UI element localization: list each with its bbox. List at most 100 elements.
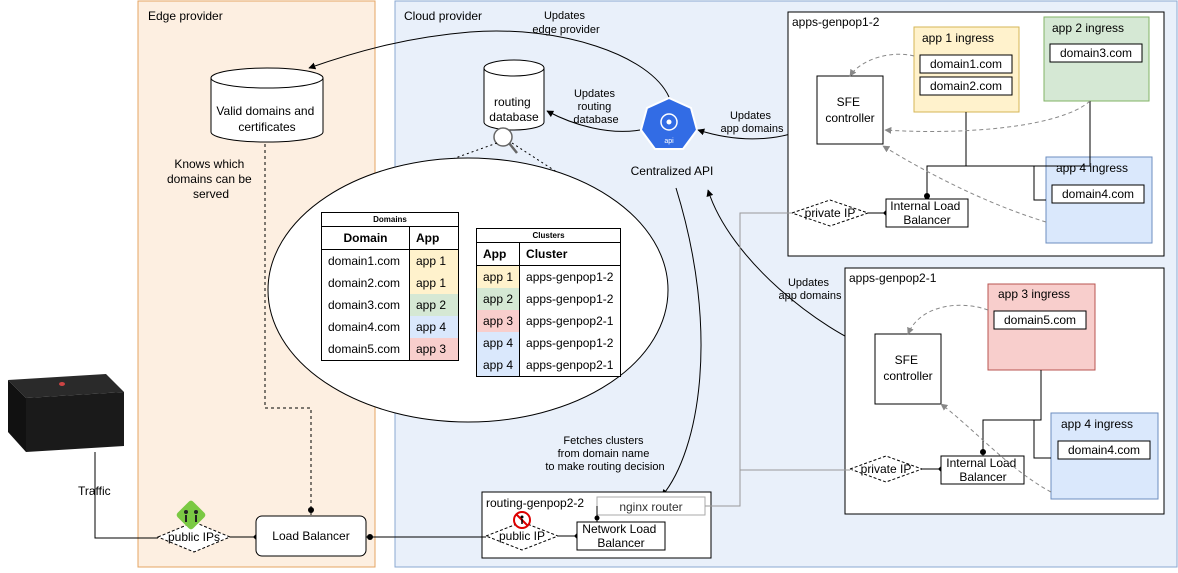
app-cell: app 1 [409, 272, 459, 294]
domains-header-app: App [409, 226, 459, 250]
cluster2-private-ip-label: private IP [861, 462, 912, 476]
cluster1-app1-domain2 [919, 76, 1013, 96]
app-cell: app 4 [409, 316, 459, 338]
lb-routing-dot [367, 534, 373, 540]
fetches-clusters-note: Fetches clusters from domain name to mak… [545, 435, 664, 473]
domain-cell: domain4.com [328, 320, 401, 334]
cluster2-app4-watch [940, 403, 1052, 493]
public-ips-badge-icon [176, 500, 206, 530]
app-cell: app 4 [476, 354, 520, 377]
routing-database-label: routing database [489, 95, 539, 124]
cluster2-app3-watch [907, 304, 989, 335]
nlb-nginx-dot [594, 515, 600, 521]
network-load-balancer[interactable] [576, 521, 666, 551]
app-cell: app 2 [476, 288, 520, 310]
cluster1-internal-lb[interactable] [885, 198, 969, 228]
db-to-lb-dashed-edge [264, 144, 312, 516]
cluster1-app1-domain1-text: domain1.com [930, 57, 1002, 71]
domains-header-domain: Domain [321, 226, 410, 250]
client-device [8, 374, 124, 452]
cluster-cell: apps-genpop1-2 [519, 288, 621, 310]
table-row: domain2.com app 1 [322, 272, 459, 294]
domain-cell: domain2.com [328, 276, 401, 290]
domains-table-caption: Domains [321, 212, 459, 226]
cluster1-app4-domain1-text: domain4.com [1062, 187, 1134, 201]
traffic-label: Traffic [78, 484, 111, 498]
cluster1-app4-domain1 [1051, 184, 1145, 204]
cluster-cell: apps-genpop2-1 [519, 354, 621, 377]
db-lb-connector [308, 507, 314, 513]
cluster2-title: apps-genpop2-1 [849, 271, 937, 285]
cluster1-app1-domain1 [919, 54, 1013, 74]
cluster1-title: apps-genpop1-2 [792, 15, 880, 29]
clusters-header-cluster: Cluster [519, 242, 621, 266]
routing-cluster-title: routing-genpop2-2 [486, 496, 584, 510]
cluster2-ilb-connections [982, 370, 1051, 459]
cluster2-sfe-controller[interactable] [874, 333, 942, 405]
cluster-cell: apps-genpop2-1 [519, 310, 621, 332]
cluster2-app4-title: app 4 ingress [1061, 417, 1133, 431]
domain-cell: domain5.com [328, 342, 401, 356]
public-ips-label: public IPs [168, 530, 220, 544]
nginx-to-api-edge [661, 187, 702, 497]
kubernetes-api-icon[interactable]: api [639, 96, 699, 150]
api-icon-text: api [664, 138, 674, 145]
no-entry-icon [513, 511, 531, 529]
api-to-routing-db-edge [546, 110, 641, 132]
routing-database[interactable] [483, 59, 545, 131]
edge-load-balancer-label: Load Balancer [272, 529, 349, 543]
cluster1-private-ip-label: private IP [805, 206, 856, 220]
nginx-to-cluster1-edge [705, 212, 792, 507]
cluster1-app4-title: app 4 ingress [1056, 161, 1128, 175]
cluster1-sfe-controller[interactable] [816, 75, 884, 145]
valid-domains-label: Valid domains and certificates [216, 104, 317, 134]
nginx-router-label: nginx router [619, 500, 682, 514]
app-cell: app 4 [476, 332, 520, 354]
cluster1-app4-watch [882, 145, 1047, 223]
cluster-cell: apps-genpop1-2 [519, 265, 621, 288]
routing-public-ip-label: public IP [499, 529, 545, 543]
valid-domains-database[interactable] [210, 67, 324, 143]
app-cell: app 3 [476, 310, 520, 332]
cluster1-app1-watch [849, 53, 915, 77]
cluster1-app2-domain1-text: domain3.com [1060, 46, 1132, 60]
cluster1-ilb-dot [924, 193, 930, 199]
clusters-table-caption: Clusters [476, 228, 622, 242]
traffic-edge [94, 452, 158, 539]
app-cell: app 3 [409, 338, 459, 361]
cluster2-app3-domain1 [993, 310, 1087, 330]
table-row: domain4.com app 4 [322, 316, 459, 338]
cluster2-app4-domain1-text: domain4.com [1068, 443, 1140, 457]
centralized-api-label: Centralized API [631, 164, 714, 178]
updates-edge-label: Updates edge provider [532, 10, 600, 36]
cluster1-app2-watch [884, 100, 1091, 134]
app-cell: app 1 [409, 249, 459, 272]
table-row: domain5.com app 3 [322, 338, 459, 361]
domain-cell: domain3.com [328, 298, 401, 312]
edge-load-balancer[interactable] [255, 515, 367, 557]
updates-routing-label: Updates routing database [573, 88, 618, 126]
cluster1-ilb-label: Internal Load Balancer [890, 199, 963, 227]
cluster2-app3-title: app 3 ingress [998, 287, 1070, 301]
updates-app-domains-2-label: Updates app domains [779, 277, 842, 302]
cloud-provider-label: Cloud provider [404, 9, 482, 23]
edge-provider-label: Edge provider [148, 9, 223, 23]
cluster1-app2-title: app 2 ingress [1052, 21, 1124, 35]
cluster1-app1-title: app 1 ingress [922, 31, 994, 45]
magnifier-icon [493, 127, 518, 154]
cluster2-ilb-label: Internal Load Balancer [946, 456, 1019, 484]
clusters-header-app: App [476, 242, 520, 266]
nlb-label: Network Load Balancer [582, 522, 659, 550]
cluster2-app4-domain1 [1057, 440, 1151, 460]
cluster1-app1-domain2-text: domain2.com [930, 79, 1002, 93]
